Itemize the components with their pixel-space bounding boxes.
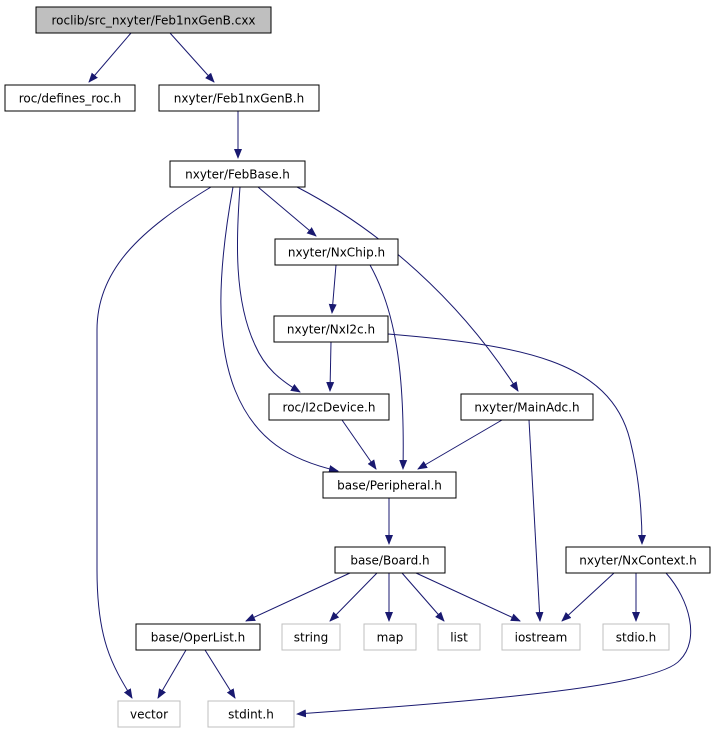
node-label: map xyxy=(377,631,404,645)
node-label: iostream xyxy=(515,631,568,645)
node-i2cdevice[interactable]: roc/I2cDevice.h xyxy=(268,393,390,421)
node-mainadc[interactable]: nxyter/MainAdc.h xyxy=(460,393,594,421)
edge-nxi2c-to-nxcontext xyxy=(387,333,646,545)
node-box xyxy=(207,700,295,728)
node-box xyxy=(35,6,272,34)
node-operlist[interactable]: base/OperList.h xyxy=(135,623,261,651)
edge-operlist-to-vector xyxy=(157,649,187,699)
edge-nxchip-to-peripheral xyxy=(369,264,408,470)
nodes-layer: roclib/src_nxyter/Feb1nxGenB.cxx roc/defi… xyxy=(4,6,711,728)
node-box xyxy=(268,393,390,421)
edge-board-to-string xyxy=(329,572,378,622)
node-label: list xyxy=(450,631,468,645)
node-label: stdio.h xyxy=(616,631,656,645)
edge-febbase-to-vector xyxy=(96,186,212,699)
node-nxchip[interactable]: nxyter/NxChip.h xyxy=(274,238,399,266)
edge-mainadc-to-iostream xyxy=(528,419,544,622)
node-label: nxyter/FebBase.h xyxy=(185,168,290,182)
node-peripheral[interactable]: base/Peripheral.h xyxy=(322,471,457,499)
node-box xyxy=(602,623,670,651)
node-box xyxy=(274,238,399,266)
edge-febbase-to-i2cdevice xyxy=(236,186,301,393)
node-label: base/Peripheral.h xyxy=(337,479,442,493)
edge-nxi2c-to-i2cdevice xyxy=(326,341,335,392)
edge-root-to-defines_roc xyxy=(88,32,132,83)
node-box xyxy=(158,84,320,112)
edge-board-to-iostream xyxy=(415,572,521,622)
node-map: map xyxy=(363,623,417,651)
node-board[interactable]: base/Board.h xyxy=(334,546,446,574)
node-label: nxyter/NxContext.h xyxy=(579,554,696,568)
edge-febbase-to-peripheral xyxy=(220,186,339,473)
node-iostream: iostream xyxy=(501,623,581,651)
node-box xyxy=(135,623,261,651)
node-label: roc/defines_roc.h xyxy=(19,92,121,106)
node-root[interactable]: roclib/src_nxyter/Feb1nxGenB.cxx xyxy=(35,6,272,34)
edge-board-to-list xyxy=(401,572,445,622)
edge-board-to-operlist xyxy=(245,572,351,622)
node-label: vector xyxy=(130,708,168,722)
node-nxi2c[interactable]: nxyter/NxI2c.h xyxy=(273,315,389,343)
node-label: base/Board.h xyxy=(350,554,429,568)
node-label: nxyter/NxChip.h xyxy=(288,246,385,260)
node-box xyxy=(281,623,341,651)
node-defines_roc[interactable]: roc/defines_roc.h xyxy=(4,84,136,112)
edge-febbase-to-nxchip xyxy=(257,186,317,237)
edge-nxchip-to-nxi2c xyxy=(328,264,337,314)
node-box xyxy=(322,471,457,499)
node-feb1nxgenb[interactable]: nxyter/Feb1nxGenB.h xyxy=(158,84,320,112)
node-nxcontext[interactable]: nxyter/NxContext.h xyxy=(565,546,711,574)
node-label: nxyter/MainAdc.h xyxy=(474,401,579,415)
node-stdio: stdio.h xyxy=(602,623,670,651)
node-label: string xyxy=(294,631,328,645)
node-box xyxy=(565,546,711,574)
edges-layer xyxy=(88,32,692,718)
node-box xyxy=(169,160,306,188)
node-list: list xyxy=(437,623,481,651)
edge-operlist-to-stdint xyxy=(204,649,236,699)
node-label: stdint.h xyxy=(228,708,274,722)
node-label: nxyter/Feb1nxGenB.h xyxy=(174,92,304,106)
node-box xyxy=(501,623,581,651)
node-label: roclib/src_nxyter/Feb1nxGenB.cxx xyxy=(51,14,255,28)
node-stdint: stdint.h xyxy=(207,700,295,728)
node-box xyxy=(117,700,181,728)
node-box xyxy=(4,84,136,112)
edge-nxcontext-to-stdint xyxy=(296,572,692,718)
edge-mainadc-to-peripheral xyxy=(417,419,503,470)
node-label: nxyter/NxI2c.h xyxy=(287,323,375,337)
edge-febbase-to-mainadc xyxy=(296,186,519,392)
node-box xyxy=(363,623,417,651)
node-box xyxy=(334,546,446,574)
node-box xyxy=(273,315,389,343)
node-box xyxy=(460,393,594,421)
node-vector: vector xyxy=(117,700,181,728)
edge-root-to-feb1nxgenb xyxy=(169,32,215,83)
node-label: base/OperList.h xyxy=(151,631,245,645)
edge-i2cdevice-to-peripheral xyxy=(341,419,377,470)
node-box xyxy=(437,623,481,651)
node-label: roc/I2cDevice.h xyxy=(283,401,376,415)
edge-nxcontext-to-iostream xyxy=(561,572,615,622)
node-string: string xyxy=(281,623,341,651)
node-febbase[interactable]: nxyter/FebBase.h xyxy=(169,160,306,188)
